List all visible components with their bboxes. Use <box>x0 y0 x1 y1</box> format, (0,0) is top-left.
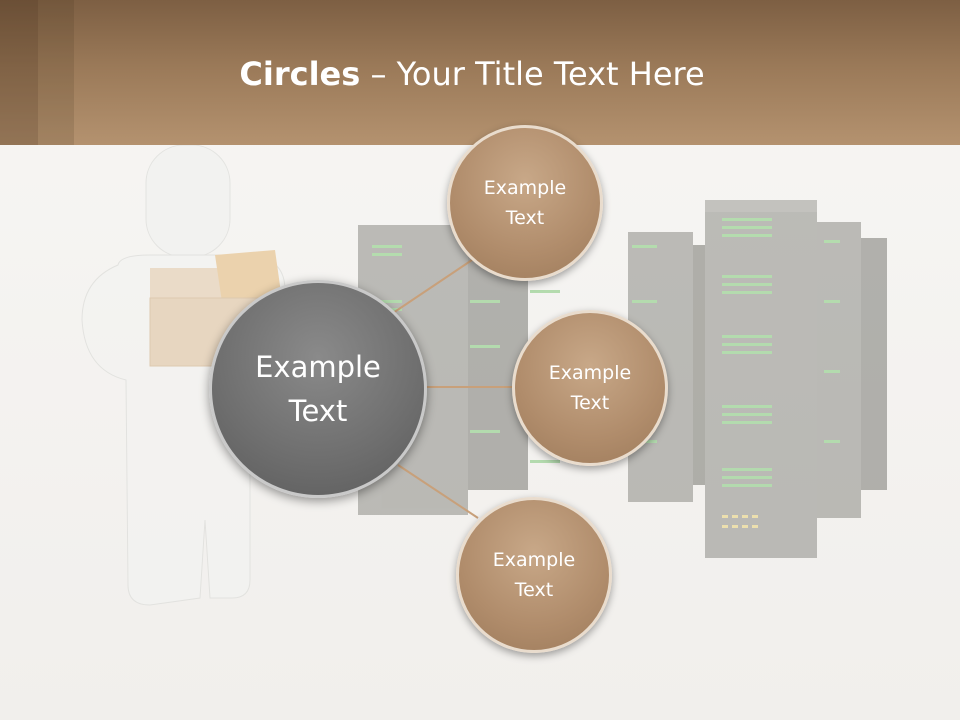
title-rest: – Your Title Text Here <box>360 55 705 93</box>
center-circle[interactable]: Example Text <box>209 280 427 498</box>
center-circle-label: Example Text <box>255 350 381 428</box>
satellite-circle-label: Example Text <box>492 549 576 601</box>
header-stripe <box>38 0 74 145</box>
header-band <box>0 0 960 145</box>
satellite-circle-top[interactable]: Example Text <box>447 125 603 281</box>
header-stripe <box>0 0 38 145</box>
title-bold: Circles <box>239 55 361 93</box>
server-racks-illustration <box>358 200 887 558</box>
satellite-circle-bottom[interactable]: Example Text <box>456 497 612 653</box>
connector-lines <box>389 257 515 519</box>
satellite-circle-middle[interactable]: Example Text <box>512 310 668 466</box>
satellite-circle-label: Example Text <box>548 362 632 414</box>
satellite-circle-label: Example Text <box>483 177 567 229</box>
slide-title[interactable]: Circles – Your Title Text Here <box>0 52 944 96</box>
